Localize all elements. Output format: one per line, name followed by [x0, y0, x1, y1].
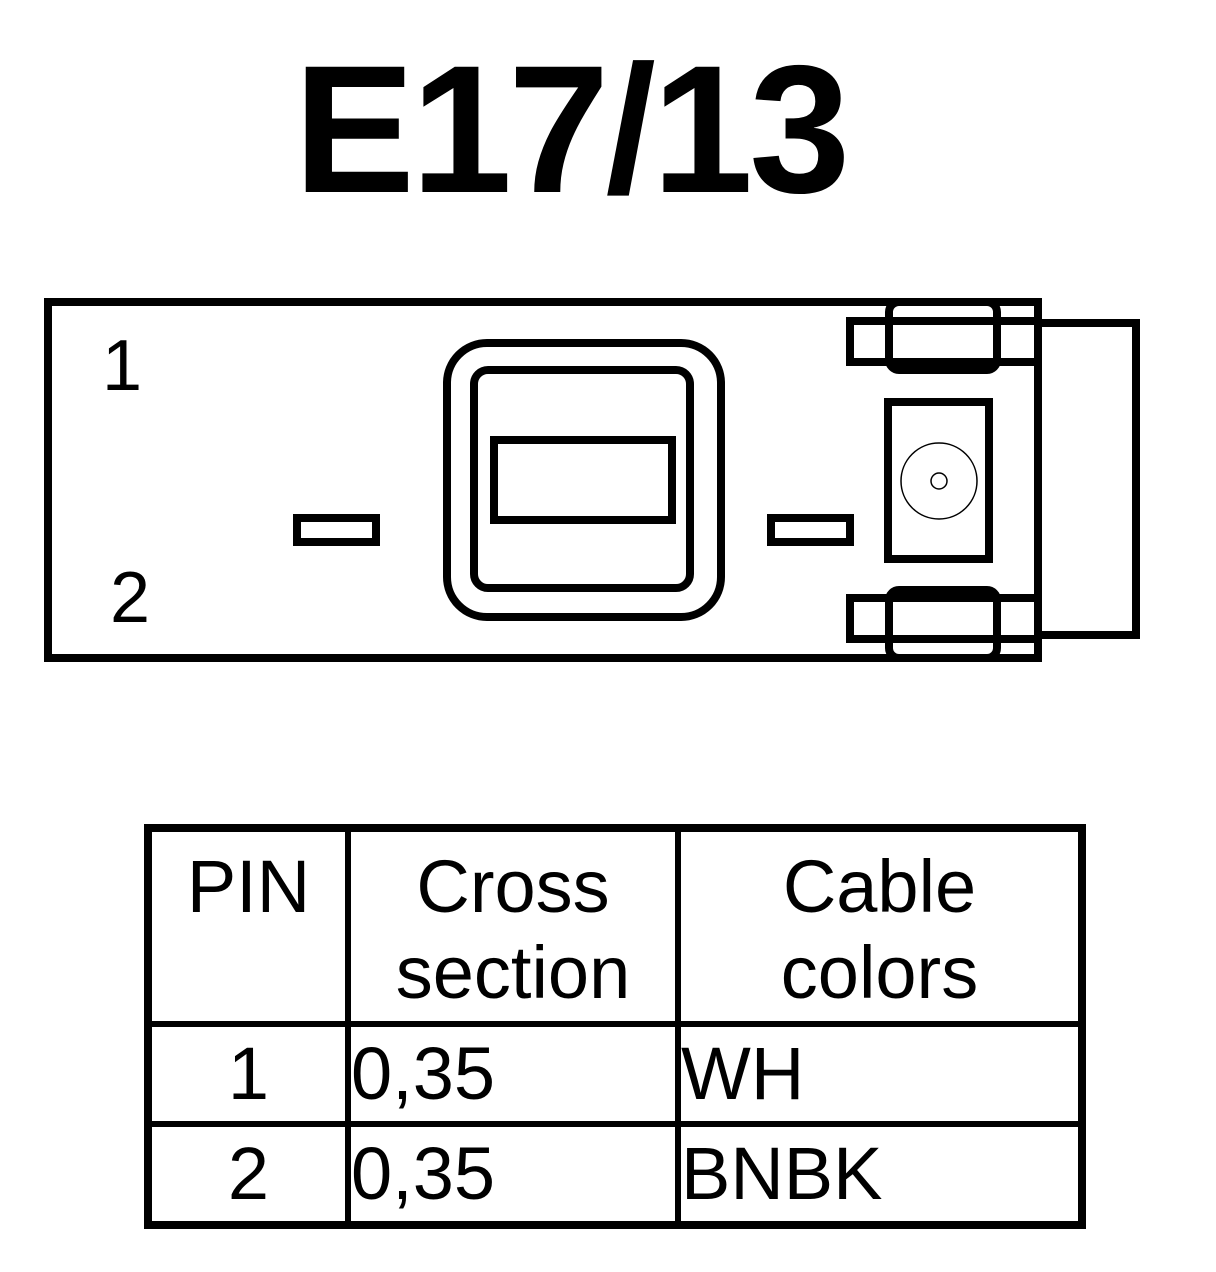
socket-inner-frame [470, 366, 694, 592]
clip-top-outer [846, 317, 1042, 366]
pin-label-1: 1 [102, 326, 142, 406]
table-header-row: PIN Cross section Cable colors [145, 825, 1085, 1027]
cell-cable-color: BNBK [675, 1121, 1085, 1228]
contact-bar-left [293, 514, 380, 546]
table-row: 1 0,35 WH [145, 1021, 1085, 1127]
connector-body [44, 298, 1042, 662]
pin-label-2: 2 [110, 558, 150, 638]
header-pin-label: PIN [186, 845, 311, 928]
header-cross-section: Cross section [345, 825, 681, 1027]
terminal-ring [900, 442, 978, 520]
cell-pin: 2 [145, 1121, 351, 1228]
contact-bar-right [767, 514, 854, 546]
socket-outer-frame [443, 339, 725, 621]
clip-bottom-inner [885, 586, 1001, 662]
clip-top-inner [885, 298, 1001, 374]
cell-cross-section: 0,35 [345, 1021, 681, 1127]
cell-cable-color: WH [675, 1021, 1085, 1127]
terminal-pin [930, 472, 948, 490]
connector-title: E17/13 [293, 27, 851, 231]
key-slot [490, 436, 676, 524]
cell-pin: 1 [145, 1021, 351, 1127]
clip-bottom-outer [846, 594, 1042, 643]
header-cable-colors: Cable colors [675, 825, 1085, 1027]
cell-cross-section: 0,35 [345, 1121, 681, 1228]
table-row: 2 0,35 BNBK [145, 1121, 1085, 1228]
header-cross-line1: Cross [416, 845, 610, 928]
latch-bracket [1038, 319, 1140, 639]
header-color-line2: colors [780, 931, 979, 1014]
header-color-line1: Cable [782, 845, 977, 928]
header-pin: PIN [145, 825, 351, 1027]
pin-table: PIN Cross section Cable colors 1 0,35 WH… [144, 824, 1086, 1229]
connector-drawing: 1 2 [44, 298, 1140, 662]
terminal-box [884, 398, 993, 563]
header-cross-line2: section [395, 931, 631, 1014]
